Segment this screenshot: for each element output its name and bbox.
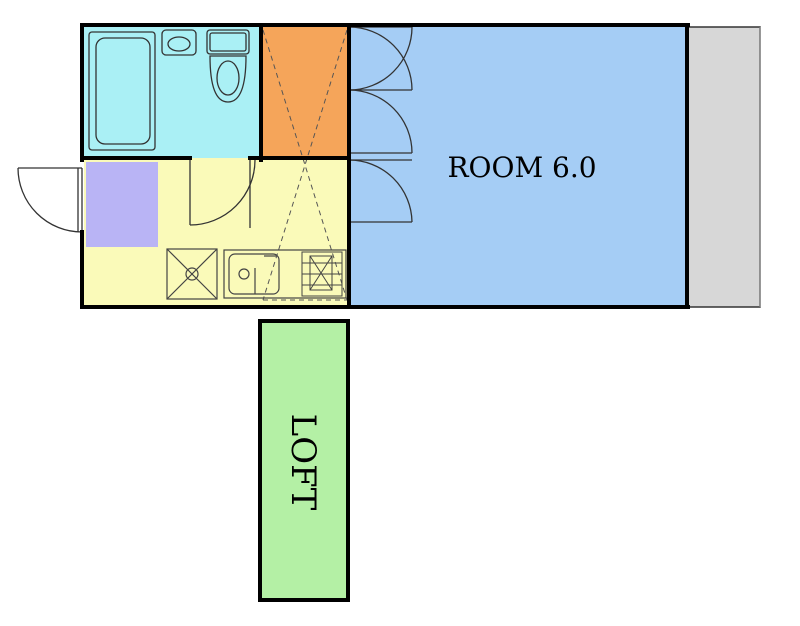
entry-area (86, 162, 158, 247)
closet-area (261, 27, 349, 158)
room-area (349, 27, 687, 307)
kitchen-sink-icon (223, 249, 347, 299)
stove-icon (301, 251, 343, 297)
room-label: ROOM 6.0 (447, 151, 596, 184)
bathroom-area (84, 27, 261, 158)
bathroom-door (189, 159, 256, 228)
loft-label: LOFT (283, 414, 323, 511)
entrance-door (17, 167, 83, 233)
walls (80, 23, 690, 309)
loft-area (258, 319, 350, 602)
washing-machine-pan-icon (166, 248, 218, 300)
toilet-icon (206, 29, 250, 103)
bathtub-icon (88, 31, 156, 151)
balcony (687, 26, 761, 308)
washbasin-icon (161, 29, 197, 56)
